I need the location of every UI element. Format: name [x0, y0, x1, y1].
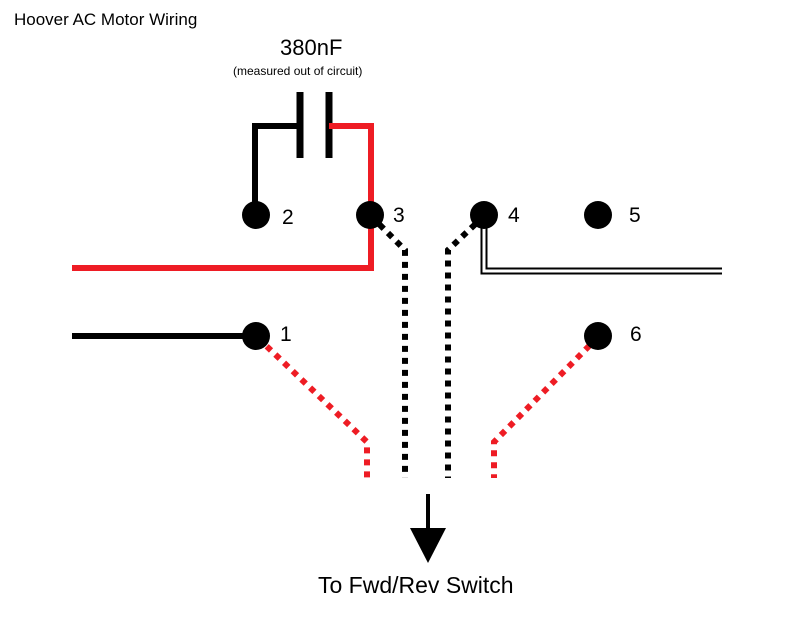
arrow-down-icon	[410, 528, 446, 563]
dotted-lead-terminal-1	[255, 335, 370, 478]
destination-label: To Fwd/Rev Switch	[318, 572, 514, 598]
dotted-lead-terminal-6	[491, 334, 601, 478]
terminal-3	[356, 201, 384, 229]
terminal-5	[584, 201, 612, 229]
terminal-label-3: 3	[393, 204, 405, 227]
capacitor-note: (measured out of circuit)	[233, 64, 363, 78]
diagram-title: Hoover AC Motor Wiring	[14, 10, 198, 29]
dotted-lead-terminal-3	[368, 213, 408, 478]
white-supply-wire	[482, 214, 722, 273]
terminal-label-4: 4	[508, 204, 520, 227]
terminal-4	[470, 201, 498, 229]
terminal-2	[242, 201, 270, 229]
capacitor-value: 380nF	[280, 35, 343, 60]
terminal-6	[584, 322, 612, 350]
red-supply-wire	[72, 214, 374, 271]
terminal-1	[242, 322, 270, 350]
dotted-lead-terminal-4	[445, 213, 487, 478]
terminal-label-5: 5	[629, 204, 641, 227]
capacitor-red-lead	[329, 123, 374, 212]
terminal-label-6: 6	[630, 323, 642, 346]
capacitor-black-lead	[252, 123, 300, 212]
terminal-label-1: 1	[280, 323, 292, 346]
terminal-label-2: 2	[282, 206, 294, 229]
